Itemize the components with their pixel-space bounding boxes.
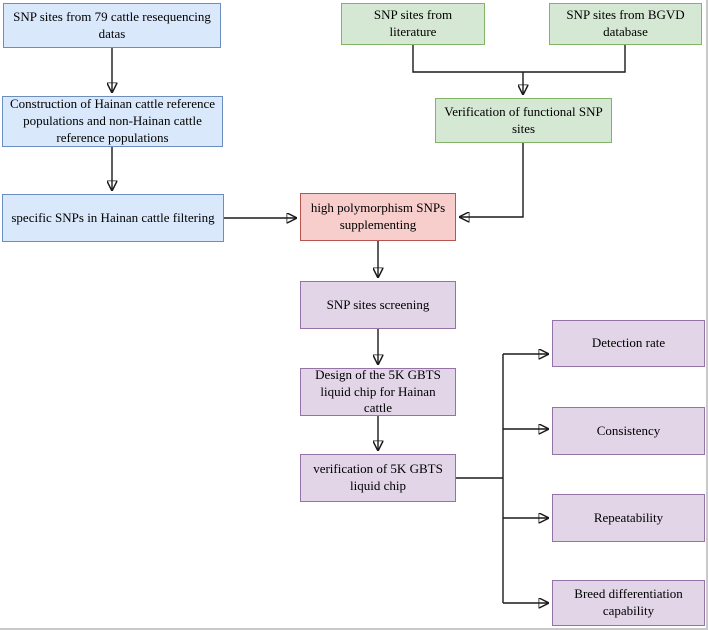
node-label: Design of the 5K GBTS liquid chip for Ha…	[315, 366, 441, 416]
edge-veriffunc-highpoly	[460, 143, 524, 217]
node-label: Verification of functional SNP sites	[444, 103, 603, 136]
node-label: Consistency	[596, 422, 661, 438]
node-label: SNP sites screening	[326, 296, 430, 312]
node-consistency: Consistency	[552, 407, 705, 455]
node-specific-snps-filtering: specific SNPs in Hainan cattle filtering	[2, 194, 224, 242]
node-verification-5k-gbts-chip: verification of 5K GBTS liquid chip	[300, 454, 456, 502]
node-snp-sites-screening: SNP sites screening	[300, 281, 456, 329]
node-snp-literature: SNP sites from literature	[341, 3, 485, 45]
node-label: Repeatability	[593, 509, 664, 525]
node-high-polymorphism-supplementing: high polymorphism SNPs supplementing	[300, 193, 456, 241]
node-breed-differentiation: Breed differentiation capability	[552, 580, 705, 626]
node-label: verification of 5K GBTS liquid chip	[313, 461, 443, 493]
node-design-5k-gbts-chip: Design of the 5K GBTS liquid chip for Ha…	[300, 366, 456, 416]
node-label: specific SNPs in Hainan cattle filtering	[11, 209, 215, 225]
node-label: Breed differentiation capability	[574, 586, 683, 618]
node-repeatability: Repeatability	[552, 494, 705, 542]
node-label: SNP sites from 79 cattle resequencing da…	[13, 8, 211, 41]
node-detection-rate: Detection rate	[552, 320, 705, 367]
node-verification-functional-snp: Verification of functional SNP sites	[435, 98, 612, 143]
node-label: Detection rate	[591, 335, 666, 351]
node-label: SNP sites from literature	[373, 7, 453, 39]
node-label: high polymorphism SNPs supplementing	[310, 200, 446, 232]
node-snp-resequencing: SNP sites from 79 cattle resequencing da…	[3, 3, 221, 48]
node-label: Construction of Hainan cattle reference …	[9, 96, 216, 145]
node-reference-construction: Construction of Hainan cattle reference …	[2, 96, 223, 147]
edge-literature-bgvd-join	[412, 45, 626, 73]
node-label: SNP sites from BGVD database	[566, 7, 685, 39]
node-snp-bgvd: SNP sites from BGVD database	[549, 3, 702, 45]
